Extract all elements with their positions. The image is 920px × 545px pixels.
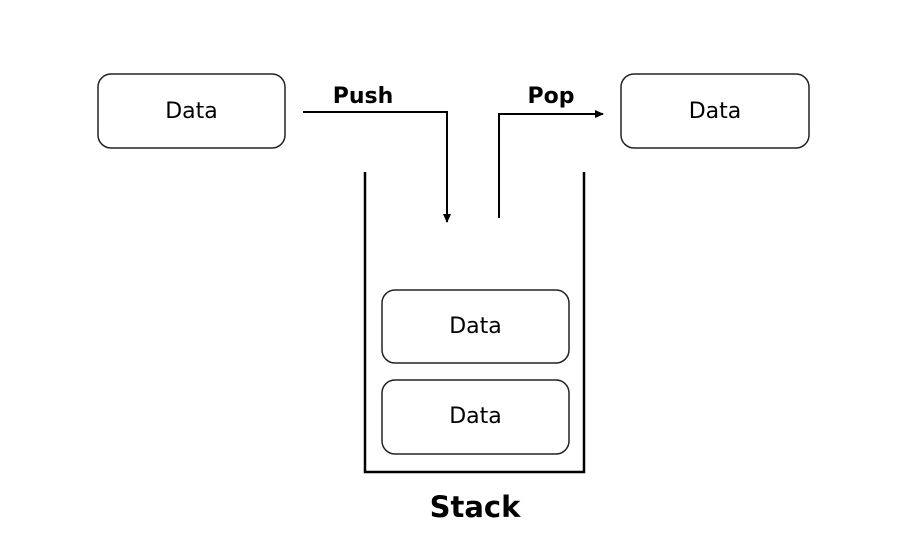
- pop-target-box: Data: [620, 73, 810, 149]
- push-source-label: Data: [165, 99, 218, 124]
- push-source-box: Data: [97, 73, 286, 149]
- stack-container: [363, 172, 586, 474]
- push-label: Push: [333, 84, 394, 109]
- stack-item-label: Data: [449, 404, 502, 429]
- pop-target-label: Data: [689, 99, 742, 124]
- stack-label: Stack: [430, 490, 522, 524]
- push-arrow: [303, 111, 451, 223]
- stack-item: Data: [381, 289, 570, 364]
- pop-label: Pop: [528, 84, 575, 109]
- pop-arrow: [498, 110, 604, 218]
- stack-item-label: Data: [449, 314, 502, 339]
- stack-item: Data: [381, 379, 570, 455]
